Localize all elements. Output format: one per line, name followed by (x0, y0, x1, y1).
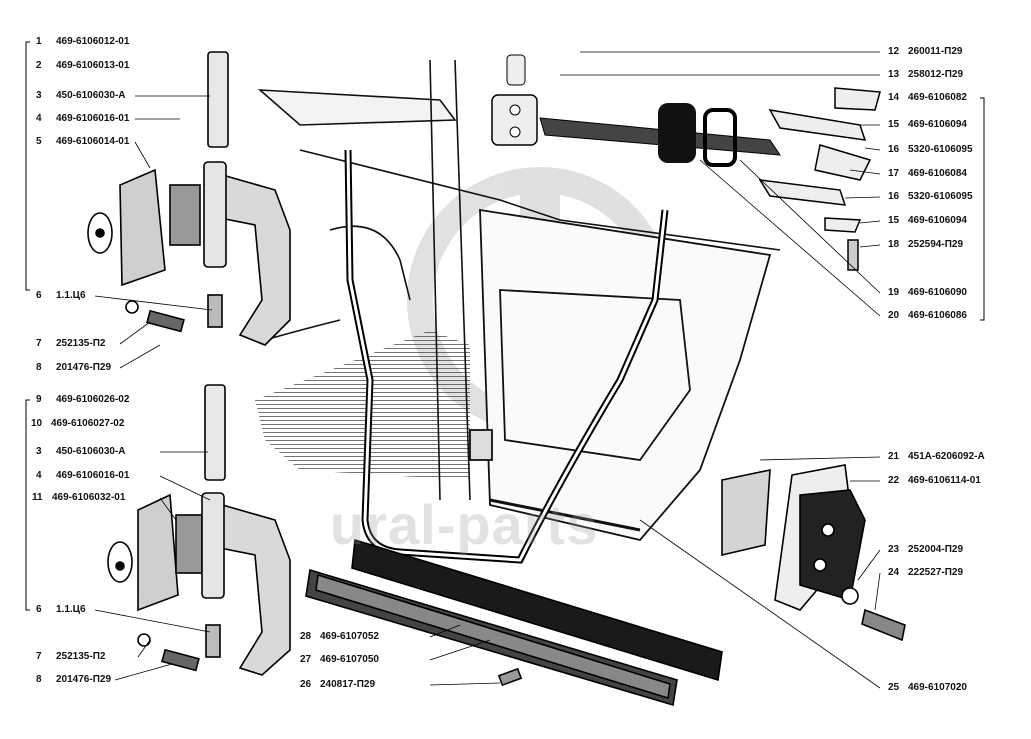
leader-lines (94, 51, 881, 689)
callout-number: 7 (36, 338, 42, 349)
callout-number: 2 (36, 60, 42, 71)
callout-part-code: 201476-П29 (56, 674, 112, 685)
callout-number: 24 (888, 567, 900, 578)
callout-number: 5 (36, 136, 42, 147)
callout-number: 6 (36, 604, 42, 615)
watermark-text: ural-parts (330, 493, 599, 556)
callout-number: 15 (888, 215, 900, 226)
callout-number: 8 (36, 674, 42, 685)
callout-part-code: 469-6106026-02 (56, 394, 130, 405)
callout-part-code: 469-6107020 (908, 682, 967, 693)
callout-number: 20 (888, 310, 900, 321)
callout-brackets (25, 41, 985, 611)
callout-part-code: 469-6106012-01 (56, 36, 130, 47)
callout-part-code: 450-6106030-А (56, 446, 126, 457)
callout-part-code: 469-6106027-02 (51, 418, 125, 429)
callout-part-code: 1.1.Ц6 (56, 290, 86, 301)
callout-part-code: 469-6106114-01 (908, 475, 981, 486)
callout-part-code: 258012-П29 (908, 69, 964, 80)
callout-number: 9 (36, 394, 42, 405)
callout-number: 16 (888, 144, 900, 155)
callout-part-code: 222527-П29 (908, 567, 964, 578)
callout-part-code: 469-6106013-01 (56, 60, 130, 71)
callout-part-code: 5320-6106095 (908, 144, 973, 155)
callout-part-code: 469-6107052 (320, 631, 379, 642)
callout-part-code: 252004-П29 (908, 544, 964, 555)
callout-number: 3 (36, 90, 42, 101)
callout-number: 14 (888, 92, 900, 103)
callout-part-code: 240817-П29 (320, 679, 376, 690)
striker-assembly (721, 464, 906, 642)
callout-number: 22 (888, 475, 900, 486)
floor-tread (255, 330, 470, 480)
callout-number: 25 (888, 682, 900, 693)
callout-number: 17 (888, 168, 900, 179)
strap-brackets (758, 87, 881, 271)
callout-part-code: 451А-6206092-А (908, 451, 985, 462)
callout-number: 23 (888, 544, 900, 555)
callout-number: 4 (36, 470, 42, 481)
callout-part-code: 450-6106030-А (56, 90, 126, 101)
callout-part-code: 252135-П2 (56, 651, 106, 662)
callout-part-code: 252594-П29 (908, 239, 964, 250)
callout-number: 21 (888, 451, 900, 462)
callout-number: 11 (32, 492, 43, 503)
callout-part-code: 469-6106016-01 (56, 113, 130, 124)
callout-part-code: 469-6106094 (908, 119, 967, 130)
callout-number: 19 (888, 287, 900, 298)
callout-number: 28 (300, 631, 312, 642)
callout-number: 27 (300, 654, 312, 665)
callout-number: 15 (888, 119, 900, 130)
callout-number: 18 (888, 239, 900, 250)
callout-number: 13 (888, 69, 900, 80)
body-frame (257, 59, 781, 501)
callout-part-code: 469-6106014-01 (56, 136, 130, 147)
callout-part-code: 469-6107050 (320, 654, 379, 665)
callout-part-code: 469-6106084 (908, 168, 967, 179)
callout-part-code: 469-6106086 (908, 310, 967, 321)
callout-part-code: 469-6106090 (908, 287, 967, 298)
callout-part-code: 201476-П29 (56, 362, 112, 373)
callout-number: 26 (300, 679, 312, 690)
callout-number: 6 (36, 290, 42, 301)
callout-part-code: 469-6106082 (908, 92, 967, 103)
callout-number: 4 (36, 113, 42, 124)
lower-hinge (107, 384, 291, 676)
callout-part-code: 469-6106094 (908, 215, 967, 226)
check-strap (491, 54, 781, 167)
callout-number: 1 (36, 36, 42, 47)
callout-number: 8 (36, 362, 42, 373)
callout-number: 16 (888, 191, 900, 202)
sill-plates (305, 538, 723, 707)
callout-part-code: 260011-П29 (908, 46, 963, 57)
callout-part-code: 5320-6106095 (908, 191, 973, 202)
callout-number: 7 (36, 651, 42, 662)
callout-part-code: 252135-П2 (56, 338, 106, 349)
upper-hinge (87, 51, 291, 346)
callout-number: 3 (36, 446, 42, 457)
callout-part-code: 469-6106032-01 (52, 492, 126, 503)
callout-number: 10 (31, 418, 43, 429)
callout-part-code: 1.1.Ц6 (56, 604, 86, 615)
callout-number: 12 (888, 46, 900, 57)
callout-part-code: 469-6106016-01 (56, 470, 130, 481)
